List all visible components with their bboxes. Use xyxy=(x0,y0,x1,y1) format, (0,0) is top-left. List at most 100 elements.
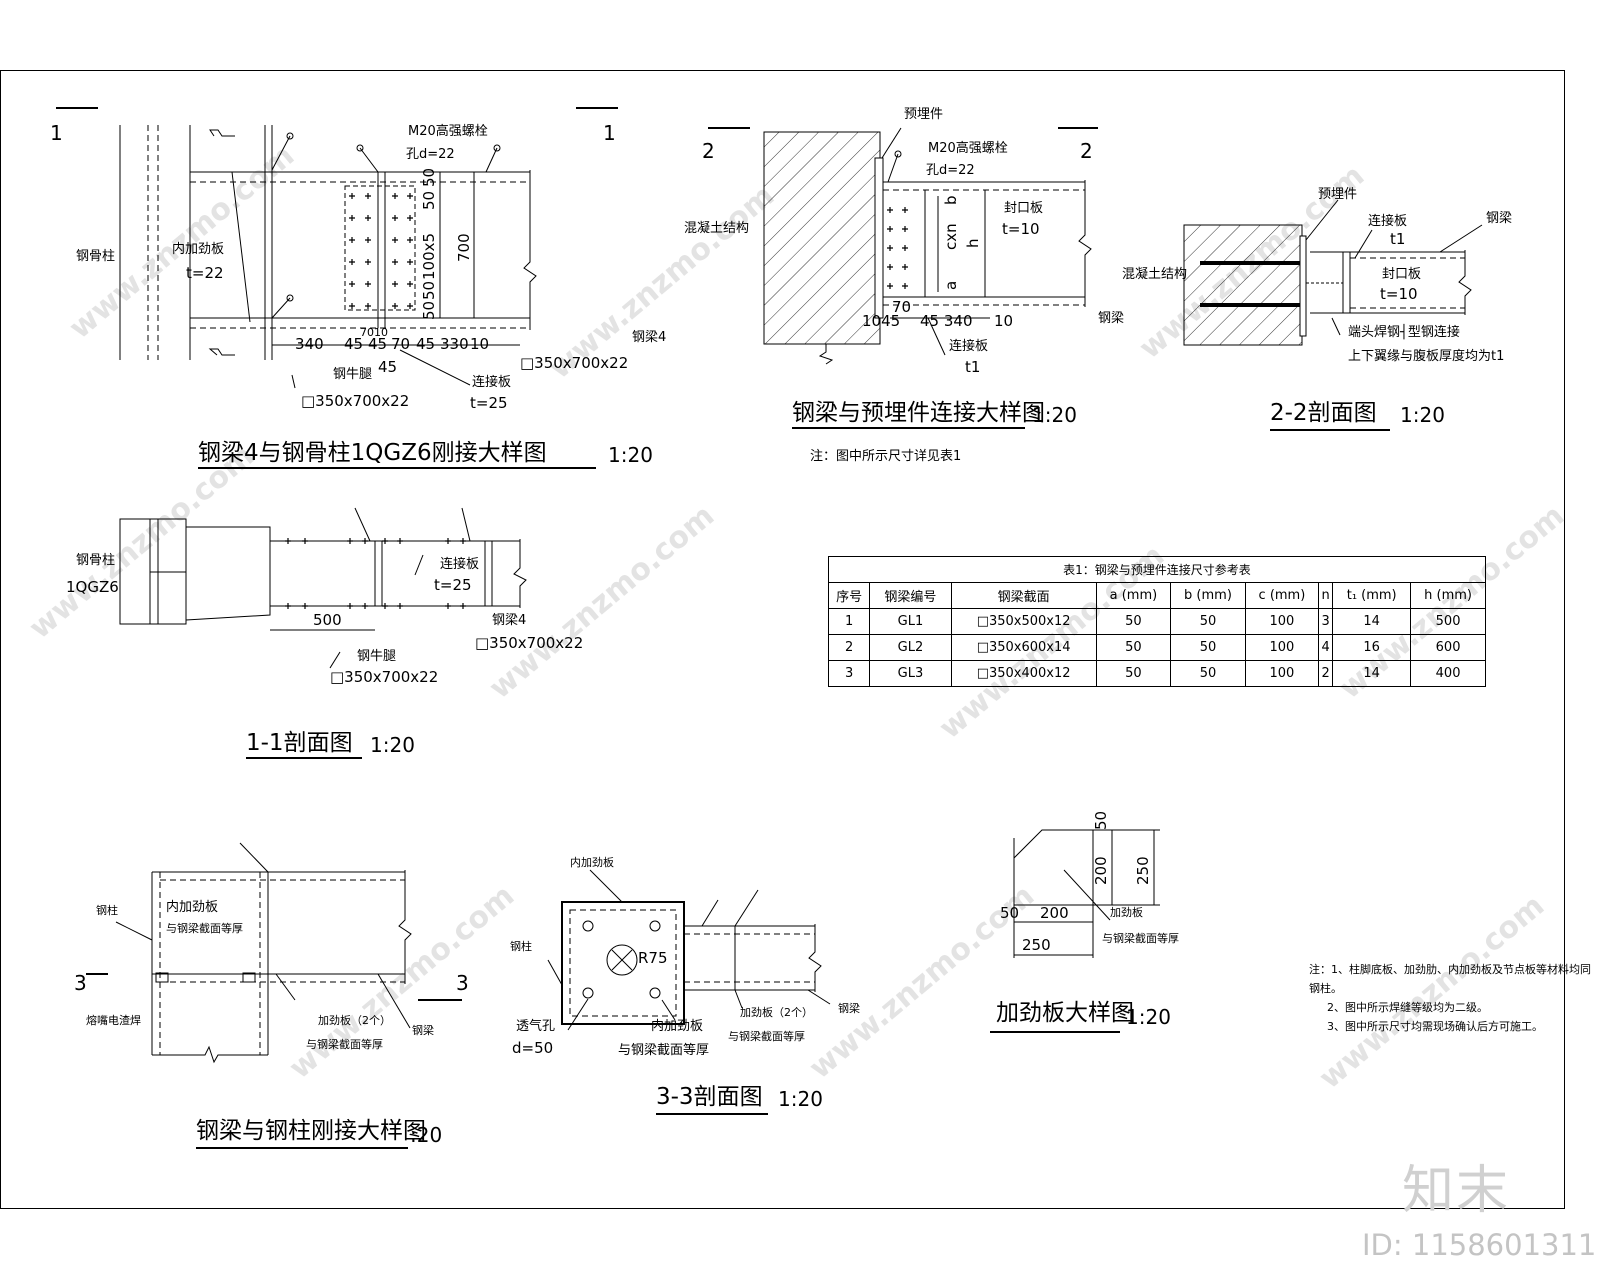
label-stiffener: 内加劲板 xyxy=(172,241,224,257)
bolt-mark xyxy=(407,303,413,309)
detail-scale: 1:20 xyxy=(778,1087,823,1111)
bolt-mark xyxy=(365,193,371,199)
table-cell: 100 xyxy=(1244,608,1320,635)
detail-g xyxy=(1013,829,1160,958)
table-row: 3 GL3 □350x400x12 50 50 100 2 14 400 xyxy=(827,660,1486,687)
bolt-mark xyxy=(407,281,413,287)
label-plate: 连接板 xyxy=(1368,213,1407,229)
table-cell: 50 xyxy=(1170,660,1246,687)
detail-g-text: 50 200 250 50 200 250 加劲板 与钢梁截面等厚 加劲板大样图… xyxy=(990,811,1179,1033)
label-t1: t1 xyxy=(965,358,980,376)
label-bracket-section: □350x700x22 xyxy=(301,392,409,410)
table-cell: 2 xyxy=(827,634,871,661)
dim: 700 xyxy=(455,233,473,262)
dim: 50 xyxy=(420,301,438,320)
bolt-mark xyxy=(382,538,388,544)
table-header: t₁ (mm) xyxy=(1332,582,1412,609)
table-cell: 3 xyxy=(1317,608,1334,635)
detail-scale: 1:20 xyxy=(370,733,415,757)
label-rib-note: 与钢梁截面等厚 xyxy=(728,1029,805,1043)
table-cell: GL2 xyxy=(869,634,952,661)
bolt-mark xyxy=(392,215,398,221)
detail-f-text: 内加劲板 钢柱 R75 透气孔 d=50 内加劲板 与钢梁截面等厚 加劲板（2个… xyxy=(510,855,860,1115)
table-header: a (mm) xyxy=(1095,582,1172,609)
detail-note: 注：图中所示尺寸详见表1 xyxy=(810,449,961,464)
table-cell: 2 xyxy=(1317,660,1334,687)
detail-title: 加劲板大样图 xyxy=(996,1000,1134,1026)
label-stiffener-note: 与钢梁截面等厚 xyxy=(166,921,243,935)
bolt-mark xyxy=(362,538,368,544)
dim: 7010 xyxy=(360,326,388,339)
section-mark-2: 2 xyxy=(1080,139,1093,163)
dim: 500 xyxy=(313,611,342,629)
label-column: 钢柱 xyxy=(510,939,532,953)
detail-b xyxy=(708,127,1098,365)
detail-e-text: 3 3 钢柱 内加劲板 与钢梁截面等厚 熔嘴电渣焊 加劲板（2个） 与钢梁截面等… xyxy=(74,899,469,1149)
bolt-mark xyxy=(460,603,466,609)
image-id: ID: 1158601311 xyxy=(1362,1228,1597,1262)
detail-title: 钢梁与钢柱刚接大样图 xyxy=(196,1118,426,1144)
label-plate-t: t=25 xyxy=(470,394,508,412)
label-hole: 孔d=22 xyxy=(406,147,455,162)
table-header: c (mm) xyxy=(1244,582,1320,609)
label-column-id: 1QGZ6 xyxy=(66,578,119,596)
dim: b xyxy=(942,195,960,205)
label-seal: 封口板 xyxy=(1382,267,1421,282)
table-cell: GL3 xyxy=(869,660,952,687)
detail-a xyxy=(56,107,618,389)
detail-e xyxy=(86,842,462,1064)
table-cell: 50 xyxy=(1170,608,1246,635)
bolt-mark xyxy=(347,603,353,609)
table-cell: 50 xyxy=(1095,608,1172,635)
note-line: 2、图中所示焊缝等级均为二级。 xyxy=(1327,1001,1488,1014)
table-row: 1 GL1 □350x500x12 50 50 100 3 14 500 xyxy=(827,608,1486,635)
bolt-mark xyxy=(365,237,371,243)
table-cell: □350x500x12 xyxy=(950,608,1097,635)
bolt-mark xyxy=(392,193,398,199)
label-bolt: M20高强螺栓 xyxy=(408,123,488,139)
detail-scale: :20 xyxy=(410,1123,442,1147)
label-beam-section: □350x700x22 xyxy=(520,354,628,372)
label-stiffener: 内加劲板 xyxy=(166,899,218,915)
detail-d-text: 钢骨柱 1QGZ6 连接板 t=25 钢梁4 □350x700x22 500 钢… xyxy=(66,553,583,759)
bolt-mark xyxy=(407,237,413,243)
table-cell: 4 xyxy=(1317,634,1334,661)
section-mark-1: 1 xyxy=(50,121,63,145)
bolt-mark xyxy=(887,264,893,270)
bolt-mark xyxy=(902,245,908,251)
table-header: b (mm) xyxy=(1170,582,1246,609)
dim: 250 xyxy=(1022,936,1051,954)
table-header: n xyxy=(1317,582,1334,609)
bolt-mark xyxy=(887,245,893,251)
label-weld: 熔嘴电渣焊 xyxy=(86,1013,141,1027)
table-row: 2 GL2 □350x600x14 50 50 100 4 16 600 xyxy=(827,634,1486,661)
dim: 10 xyxy=(470,335,489,353)
bolt-mark xyxy=(349,215,355,221)
bolt-mark xyxy=(397,603,403,609)
table-cell: 600 xyxy=(1410,634,1486,661)
table-header-row: 序号 钢梁编号 钢梁截面 a (mm) b (mm) c (mm) n t₁ (… xyxy=(827,582,1486,609)
bolt-mark xyxy=(887,226,893,232)
table-header: 钢梁编号 xyxy=(869,582,952,609)
label-bolt: M20高强螺栓 xyxy=(928,140,1008,156)
table-cell: 100 xyxy=(1244,634,1320,661)
detail-d-bolts xyxy=(285,538,466,609)
table-cell: 3 xyxy=(827,660,871,687)
detail-f xyxy=(547,869,831,1031)
bolt-mark xyxy=(365,215,371,221)
label-rib-note: 与钢梁截面等厚 xyxy=(1102,931,1179,945)
bolt-mark xyxy=(347,538,353,544)
dim: 45 xyxy=(344,335,363,353)
bolt-mark xyxy=(407,193,413,199)
dim: 250 xyxy=(1134,856,1152,885)
label-rib: 加劲板（2个） xyxy=(318,1013,391,1027)
bolt-mark xyxy=(349,237,355,243)
table-cell: 50 xyxy=(1170,634,1246,661)
table-cell: □350x400x12 xyxy=(950,660,1097,687)
detail-c-text: 预埋件 连接板 钢梁 混凝土结构 t1 封口板 t=10 端头焊钢┤型钢连接 上… xyxy=(1122,187,1512,431)
label-t1: t1 xyxy=(1390,230,1405,248)
table-caption: 表1：钢梁与预埋件连接尺寸参考表 xyxy=(828,556,1486,583)
label-plate: 连接板 xyxy=(472,374,511,390)
dim: 70 xyxy=(892,298,911,316)
label-seal-t: t=10 xyxy=(1380,285,1418,303)
